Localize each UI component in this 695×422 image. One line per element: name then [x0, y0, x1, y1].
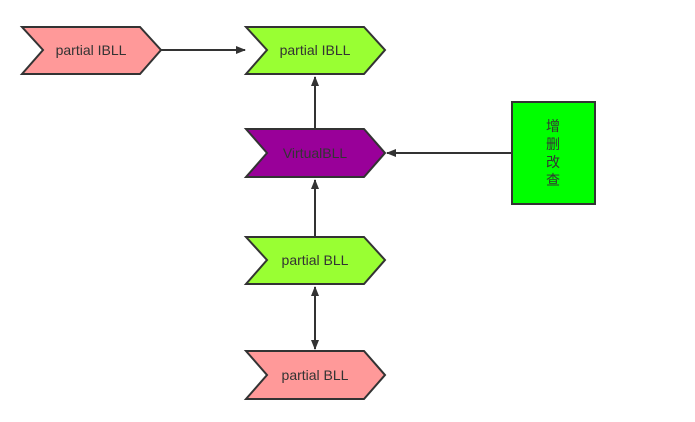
node-label: partial IBLL	[280, 42, 351, 58]
node-partial-ibll-center: partial IBLL	[243, 26, 387, 75]
crud-char: 查	[546, 173, 560, 189]
node-shape	[243, 236, 387, 285]
node-label: partial BLL	[282, 252, 349, 268]
node-shape	[243, 128, 387, 178]
node-partial-bll-center: partial BLL	[243, 236, 387, 285]
crud-char: 删	[546, 137, 560, 153]
node-label: VirtualBLL	[283, 145, 348, 161]
node-shape	[243, 350, 387, 400]
node-partial-ibll-left: partial IBLL	[19, 26, 163, 75]
crud-char: 增	[546, 119, 560, 135]
node-shape	[19, 26, 163, 75]
node-partial-bll-bottom: partial BLL	[243, 350, 387, 400]
node-crud-box: 增 删 改 查	[511, 101, 596, 205]
node-shape	[511, 101, 596, 205]
crud-char: 改	[546, 155, 560, 171]
node-label: partial BLL	[282, 367, 349, 383]
node-shape	[243, 26, 387, 75]
node-virtual-bll: VirtualBLL	[243, 128, 387, 178]
node-label: partial IBLL	[56, 42, 127, 58]
